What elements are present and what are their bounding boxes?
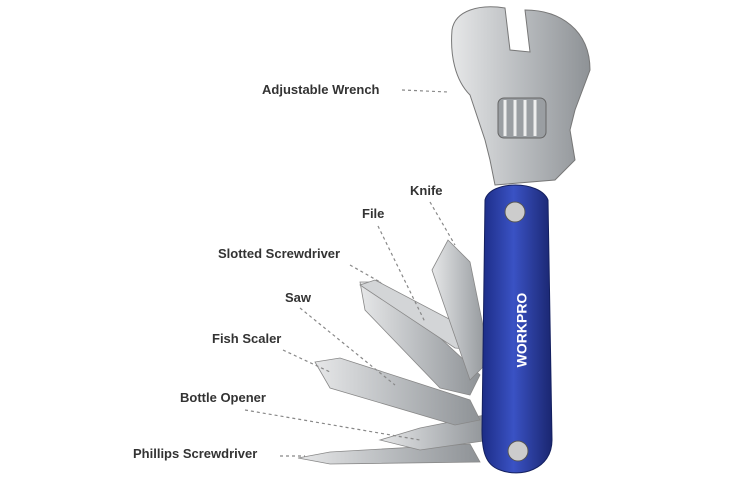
label-bottle-opener: Bottle Opener bbox=[180, 390, 266, 405]
label-phillips-screwdriver: Phillips Screwdriver bbox=[133, 446, 258, 461]
file-blade bbox=[359, 281, 481, 396]
label-adjustable-wrench: Adjustable Wrench bbox=[262, 82, 380, 97]
label-saw: Saw bbox=[285, 290, 312, 305]
brand-logo: WORKPRO bbox=[513, 292, 530, 368]
wrench-head bbox=[451, 6, 591, 186]
knife-blade bbox=[431, 239, 491, 381]
label-fish-scaler: Fish Scaler bbox=[212, 331, 282, 346]
top-rivet bbox=[504, 201, 526, 223]
phillips-screwdriver-blade bbox=[297, 443, 481, 465]
label-file: File bbox=[362, 206, 385, 221]
label-slotted-screwdriver: Slotted Screwdriver bbox=[218, 246, 341, 261]
blue-handle bbox=[481, 184, 553, 474]
leader-lines bbox=[244, 89, 456, 457]
label-knife: Knife bbox=[410, 183, 443, 198]
saw-blade bbox=[314, 357, 481, 426]
bottom-rivet bbox=[507, 440, 529, 462]
